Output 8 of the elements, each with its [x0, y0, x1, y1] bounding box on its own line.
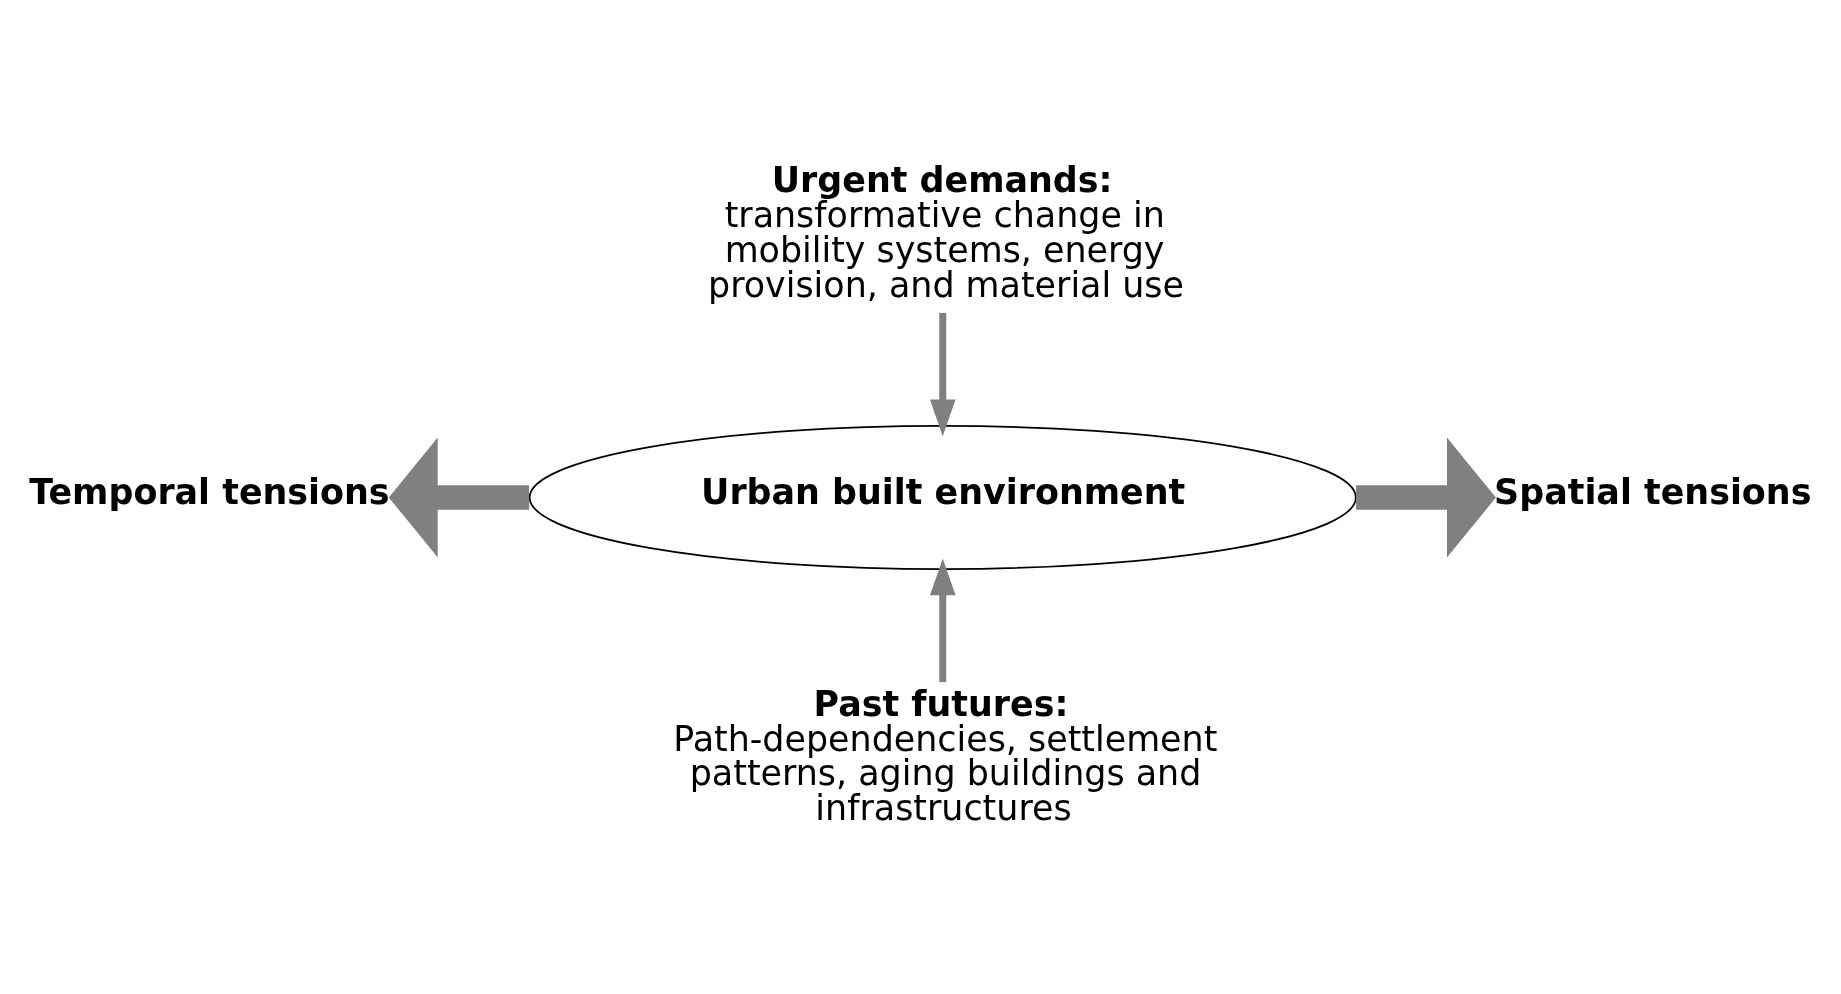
- node-text: Temporal tensions: [29, 471, 390, 512]
- node-text: Past futures: Path-dependencies, settlement patterns, aging buildings and infrastructures: [673, 683, 1218, 828]
- arrow: [929, 558, 956, 682]
- node-text: Spatial tensions: [1494, 471, 1812, 512]
- arrow: [388, 437, 530, 557]
- node-ellipse: Urban built environment: [528, 424, 1357, 570]
- arrow: [1356, 437, 1496, 557]
- node-text: Urgent demands: transformative change in mobility systems, energy provision, and material use: [708, 159, 1184, 305]
